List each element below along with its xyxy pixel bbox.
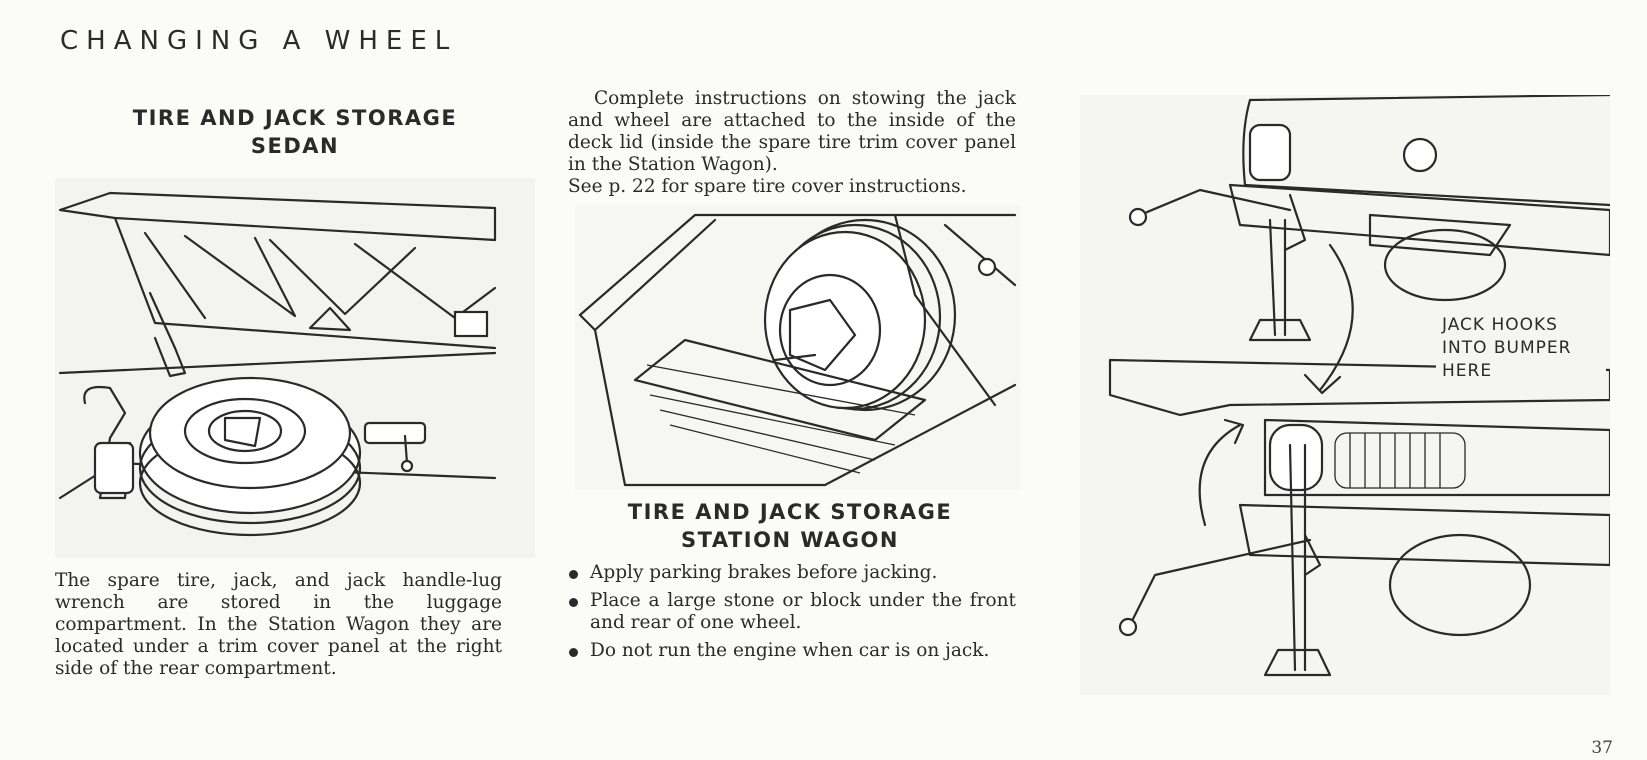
- page-number: 37: [1591, 738, 1613, 758]
- sedan-heading: TIRE AND JACK STORAGE SEDAN: [100, 104, 490, 160]
- jack-hook-callout: JACK HOOKS INTO BUMPER HERE: [1442, 314, 1592, 383]
- sedan-storage-paragraph: The spare tire, jack, and jack handle-lu…: [55, 570, 502, 679]
- list-item: Apply parking brakes before jacking.: [566, 562, 1016, 584]
- list-item: Place a large stone or block under the f…: [566, 590, 1016, 634]
- wagon-heading-line2: STATION WAGON: [681, 528, 899, 552]
- spare-tire-cover-reference: See p. 22 for spare tire cover instructi…: [568, 176, 967, 197]
- wagon-compartment-illustration: [575, 205, 1020, 490]
- bumper-jack-illustration: [1080, 95, 1610, 695]
- sedan-trunk-illustration: [55, 178, 535, 558]
- callout-line2: INTO BUMPER: [1442, 338, 1572, 358]
- sedan-heading-line2: SEDAN: [250, 134, 340, 158]
- wagon-intro-paragraph: Complete instructions on stowing the jac…: [568, 88, 1016, 175]
- wagon-heading-line1: TIRE AND JACK STORAGE: [627, 500, 953, 524]
- callout-line3: HERE: [1442, 361, 1493, 381]
- wagon-heading: TIRE AND JACK STORAGE STATION WAGON: [590, 498, 990, 554]
- jacking-precautions-list: Apply parking brakes before jacking. Pla…: [566, 562, 1016, 668]
- callout-line1: JACK HOOKS: [1442, 315, 1558, 335]
- page-title: CHANGING A WHEEL: [60, 26, 458, 56]
- sedan-heading-line1: TIRE AND JACK STORAGE: [132, 106, 458, 130]
- list-item: Do not run the engine when car is on jac…: [566, 640, 1016, 662]
